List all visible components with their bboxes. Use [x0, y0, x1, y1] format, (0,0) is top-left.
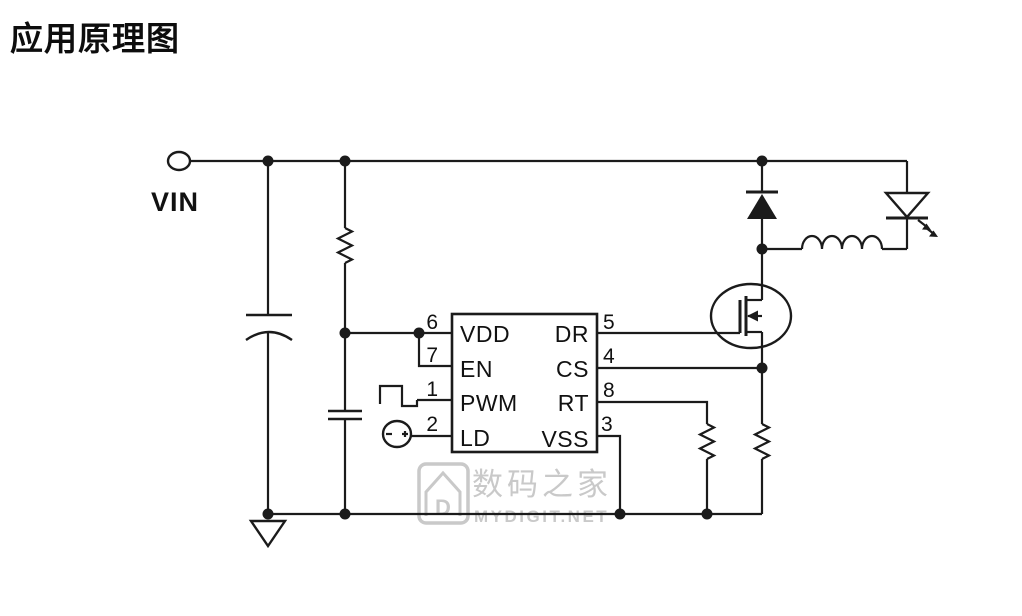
- pwm-squarewave-icon: [378, 384, 419, 408]
- led: [883, 161, 938, 249]
- resistor-zigzag: [697, 423, 717, 460]
- rt-wire: [597, 400, 709, 424]
- ic-pin-number-7: 7: [426, 344, 438, 367]
- led-triangle: [883, 191, 931, 219]
- ic-body: VDD EN PWM LD DR CS RT VSS 6 7 1 2 5 4 8…: [426, 311, 615, 454]
- ic-pin-number-1: 1: [426, 378, 438, 401]
- ic-pin-label-en: EN: [460, 356, 493, 382]
- ic-pin-label-vss: VSS: [541, 426, 589, 452]
- ic-pin-number-8: 8: [603, 379, 615, 402]
- ld-source-icon: [381, 419, 413, 449]
- vss-wire: [597, 434, 622, 514]
- mosfet-body-arrow: [747, 310, 758, 322]
- ic-pin-number-5: 5: [603, 311, 615, 334]
- en-wire: [417, 333, 452, 368]
- watermark-house-icon: [424, 470, 462, 516]
- watermark-logo-frame: [417, 462, 470, 525]
- watermark-text-cn: 数码之家: [472, 467, 612, 502]
- page-title: 应用原理图: [10, 19, 180, 58]
- ic-pin-label-vdd: VDD: [460, 321, 510, 347]
- ic-pin-label-ld: LD: [460, 425, 490, 451]
- ic-pin-number-3: 3: [601, 413, 613, 436]
- led-light-arrows: [917, 219, 938, 237]
- ic-pin-label-rt: RT: [558, 390, 589, 416]
- watermark-logo-letter: D: [435, 495, 451, 520]
- diode-triangle: [747, 194, 777, 219]
- watermark: D 数码之家 MYDIGIT.NET: [417, 462, 612, 526]
- ground-symbol: [248, 519, 288, 549]
- mosfet: [709, 249, 793, 368]
- inductor-coils: [800, 234, 884, 250]
- ic-outline: [450, 312, 599, 454]
- vin-label: VIN: [151, 187, 199, 217]
- inductor: [762, 234, 907, 251]
- freewheel-diode: [746, 161, 778, 249]
- resistor-zigzag: [335, 227, 355, 264]
- vdd-resistor: [335, 161, 355, 411]
- vin-terminal: VIN: [151, 150, 199, 217]
- vdd-capacitor: [328, 409, 362, 514]
- input-capacitor: [245, 161, 293, 514]
- ic-pin-label-pwm: PWM: [460, 390, 518, 416]
- rt-resistor: [697, 423, 717, 514]
- vin-terminal-circle: [166, 150, 192, 172]
- ic-pin-number-6: 6: [426, 311, 438, 334]
- ic-pin-number-2: 2: [426, 413, 438, 436]
- ground-triangle: [248, 519, 288, 549]
- capacitor-plate-curved: [245, 330, 293, 341]
- mosfet-circle: [709, 282, 793, 350]
- ic-pin-number-4: 4: [603, 345, 615, 368]
- watermark-text-en: MYDIGIT.NET: [474, 507, 609, 526]
- resistor-zigzag: [752, 423, 772, 460]
- ic-pin-label-cs: CS: [556, 356, 589, 382]
- cs-resistor: [752, 368, 772, 514]
- junction-dots: [262, 155, 768, 520]
- ic-pin-label-dr: DR: [555, 321, 589, 347]
